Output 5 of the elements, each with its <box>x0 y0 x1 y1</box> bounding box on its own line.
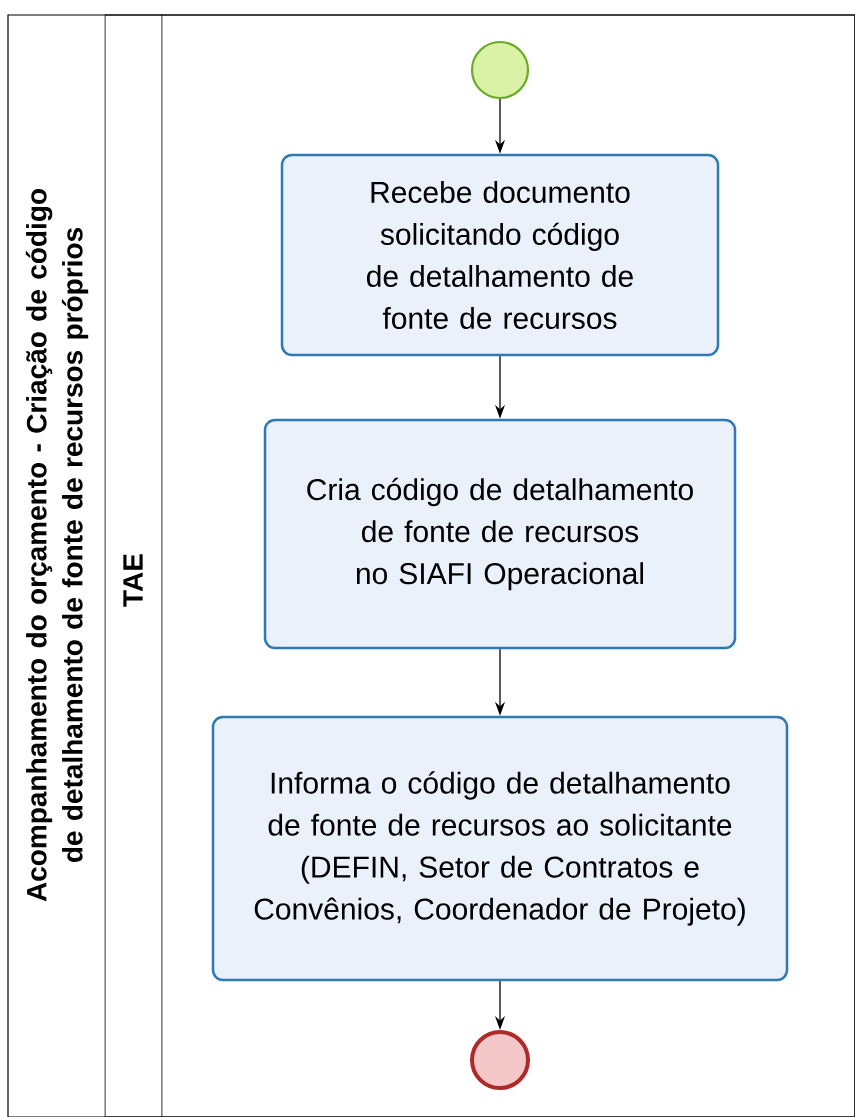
task-box: Cria código de detalhamento de fonte de recursos no SIAFI Operacional <box>263 418 737 650</box>
task-box: Recebe documento solicitando código de detalhamento de fonte de recursos <box>280 153 720 357</box>
task-box: Informa o código de detalhamento de fonte de recursos ao solicitante (DEFIN, Setor de Contratos e Convênios, Coordenador de Projeto) <box>211 715 789 982</box>
start-event-circle <box>470 40 530 100</box>
end-event-circle <box>470 1030 530 1090</box>
